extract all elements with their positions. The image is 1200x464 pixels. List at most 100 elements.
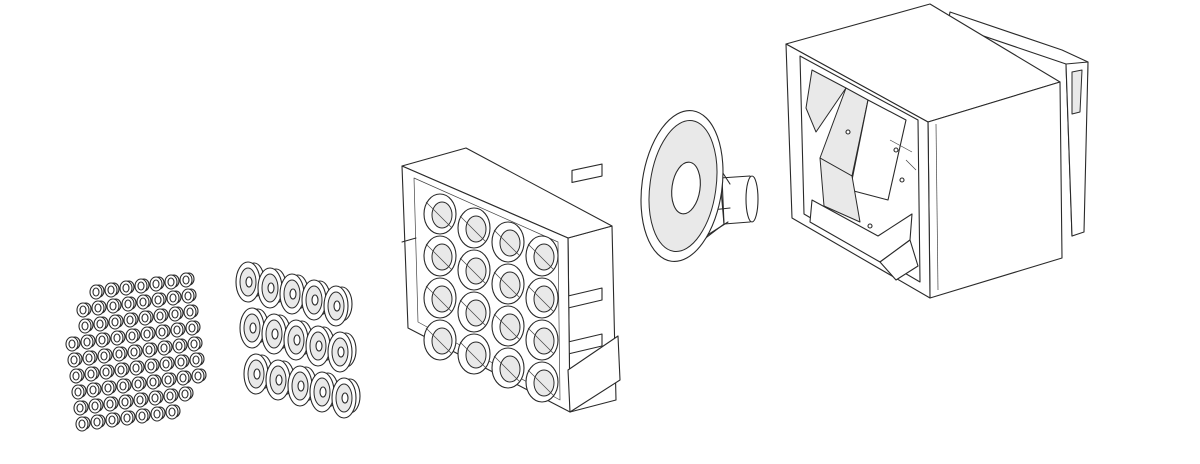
- tweeter-driver: [65, 336, 81, 352]
- midrange-driver-cap: [333, 300, 341, 312]
- waveguide-cell-throat: [431, 201, 453, 229]
- tweeter-driver: [80, 334, 96, 350]
- waveguide-cell-throat: [465, 341, 487, 369]
- waveguide-cell: [525, 277, 559, 319]
- tweeter-driver-dome: [192, 355, 200, 365]
- tweeter-driver-dome: [152, 279, 160, 289]
- tweeter-driver-dome: [158, 327, 166, 337]
- tweeter-driver: [163, 388, 179, 404]
- waveguide-cell-rib: [425, 243, 453, 271]
- tweeter-driver: [155, 324, 171, 340]
- waveguide-cell-throat: [533, 327, 555, 355]
- waveguide-cell-rib: [459, 215, 487, 243]
- tweeter-driver-dome: [106, 399, 114, 409]
- midrange-driver-cap: [249, 322, 257, 334]
- enclosure-side-edge: [935, 123, 939, 291]
- tweeter-driver-dome: [98, 335, 106, 345]
- midrange-driver-cap: [253, 368, 261, 380]
- tweeter-driver: [88, 398, 104, 414]
- tweeter-driver: [146, 374, 162, 390]
- tweeter-driver-dome: [109, 301, 117, 311]
- tweeter-driver-dome: [194, 371, 202, 381]
- tweeter-driver-dome: [124, 299, 132, 309]
- tweeter-driver: [131, 376, 147, 392]
- waveguide-cell-rib: [459, 341, 487, 369]
- midrange-driver-cap: [293, 334, 301, 346]
- waveguide-cells: [423, 193, 559, 403]
- tweeter-driver: [134, 278, 150, 294]
- tweeter-driver: [187, 336, 203, 352]
- waveguide-cell-throat: [431, 327, 453, 355]
- tweeter-driver-dome: [169, 293, 177, 303]
- tweeter-driver: [165, 404, 181, 420]
- tweeter-driver-dome: [134, 379, 142, 389]
- waveguide-cell-throat: [533, 243, 555, 271]
- tweeter-driver: [71, 384, 87, 400]
- tweeter-driver-dome: [162, 359, 170, 369]
- tweeter-driver-dome: [96, 319, 104, 329]
- tweeter-driver: [108, 314, 124, 330]
- tweeter-driver-dome: [79, 305, 87, 315]
- enclosure-cabinet: [785, 3, 1089, 299]
- midrange-driver-cap: [311, 294, 319, 306]
- enclosure-screw: [893, 147, 899, 153]
- tweeter-driver: [135, 408, 151, 424]
- tweeter-driver: [99, 364, 115, 380]
- tweeter-driver-dome: [136, 395, 144, 405]
- tweeter-driver-dome: [138, 411, 146, 421]
- waveguide-cell-rib: [527, 327, 555, 355]
- waveguide-cell-throat: [431, 243, 453, 271]
- tweeter-driver-dome: [173, 325, 181, 335]
- tweeter-driver: [149, 276, 165, 292]
- tweeter-driver-dome: [168, 407, 176, 417]
- tweeter-driver: [127, 344, 143, 360]
- tweeter-driver-dome: [100, 351, 108, 361]
- waveguide-cell-rib: [425, 327, 453, 355]
- tweeter-driver-dome: [76, 403, 84, 413]
- waveguide-cell: [457, 249, 491, 291]
- tweeter-driver-dome: [179, 373, 187, 383]
- tweeter-driver: [120, 410, 136, 426]
- tweeter-driver-dome: [104, 383, 112, 393]
- waveguide-cell: [423, 193, 457, 235]
- tweeter-driver-dome: [141, 313, 149, 323]
- tweeter-driver-dome: [111, 317, 119, 327]
- waveguide-cell-throat: [499, 271, 521, 299]
- tweeter-driver: [116, 378, 132, 394]
- tweeter-driver: [82, 350, 98, 366]
- waveguide-cell: [457, 333, 491, 375]
- woofer-driver: [640, 109, 759, 263]
- tweeter-driver-dome: [167, 277, 175, 287]
- waveguide-cell: [491, 347, 525, 389]
- midrange-driver: [323, 285, 353, 327]
- tweeter-driver: [78, 318, 94, 334]
- tweeter-driver: [136, 294, 152, 310]
- tweeter-driver-dome: [119, 381, 127, 391]
- tweeter-driver: [166, 290, 182, 306]
- waveguide-cell-throat: [499, 355, 521, 383]
- tweeter-driver: [89, 284, 105, 300]
- midrange-driver-cap: [289, 288, 297, 300]
- waveguide-cell-rib: [527, 369, 555, 397]
- waveguide-cell: [491, 263, 525, 305]
- midrange-driver-cap: [297, 380, 305, 392]
- tweeter-driver: [105, 412, 121, 428]
- tweeter-driver-dome: [123, 413, 131, 423]
- waveguide-cell-rib: [493, 229, 521, 257]
- tweeter-driver: [140, 326, 156, 342]
- tweeter-driver: [142, 342, 158, 358]
- tweeter-driver-dome: [130, 347, 138, 357]
- waveguide-cell-rib: [425, 201, 453, 229]
- tweeter-driver: [69, 368, 85, 384]
- waveguide-cell: [457, 291, 491, 333]
- tweeter-driver: [118, 394, 134, 410]
- midrange-driver-cap: [319, 386, 327, 398]
- tweeter-driver: [86, 382, 102, 398]
- waveguide-cell: [423, 235, 457, 277]
- midrange-driver: [331, 377, 361, 419]
- tweeter-driver: [133, 392, 149, 408]
- tweeter-driver-dome: [89, 385, 97, 395]
- tweeter-driver: [168, 306, 184, 322]
- tweeter-driver: [189, 352, 205, 368]
- tweeter-driver-dome: [143, 329, 151, 339]
